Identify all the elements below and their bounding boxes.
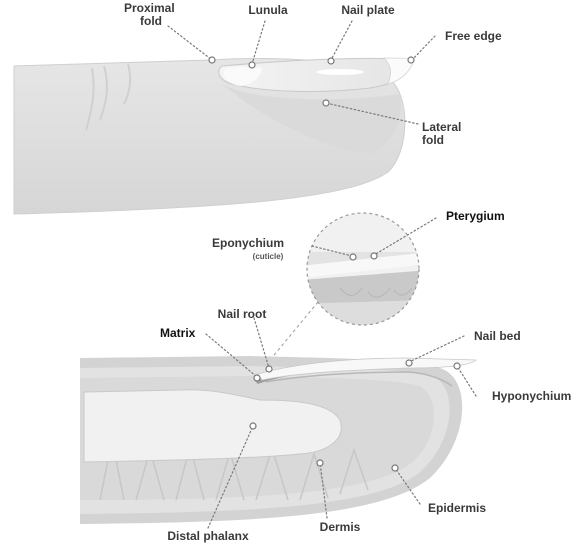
dot-nail-root <box>266 366 272 372</box>
label-hyponychium: Hyponychium <box>492 389 571 403</box>
dot-nail-bed <box>406 360 412 366</box>
zoom-connector <box>270 302 318 360</box>
label-distal-phalanx: Distal phalanx <box>167 529 249 543</box>
label-epidermis: Epidermis <box>428 501 486 515</box>
finger-top-view <box>14 58 414 214</box>
dot-lateral-fold <box>323 100 329 106</box>
label-free-edge: Free edge <box>445 29 502 43</box>
label-nail-plate: Nail plate <box>341 3 395 17</box>
dot-distal-phalanx <box>250 423 256 429</box>
label-cuticle: (cuticle) <box>253 252 284 261</box>
label-dermis: Dermis <box>320 520 361 534</box>
dot-pterygium <box>371 253 377 259</box>
label-nail-root: Nail root <box>218 307 267 321</box>
label-nail-bed: Nail bed <box>474 329 521 343</box>
label-eponychium: Eponychium <box>212 236 284 250</box>
dot-epidermis <box>392 465 398 471</box>
dot-proximal-fold <box>209 57 215 63</box>
zoom-detail <box>270 210 430 360</box>
dot-hyponychium <box>454 363 460 369</box>
label-lunula: Lunula <box>248 3 288 17</box>
dot-nail-plate <box>328 58 334 64</box>
dot-eponychium <box>350 254 356 260</box>
label-matrix: Matrix <box>160 326 196 340</box>
dot-lunula <box>249 62 255 68</box>
label-proximal-fold-text: Proximal <box>124 1 175 15</box>
label-proximal-fold: Proximal fold <box>124 1 178 28</box>
dot-dermis <box>317 460 323 466</box>
dot-matrix <box>254 375 260 381</box>
nail-shine <box>316 69 364 75</box>
label-pterygium: Pterygium <box>446 209 505 223</box>
dot-free-edge <box>408 57 414 63</box>
finger-cross-section <box>80 356 476 524</box>
